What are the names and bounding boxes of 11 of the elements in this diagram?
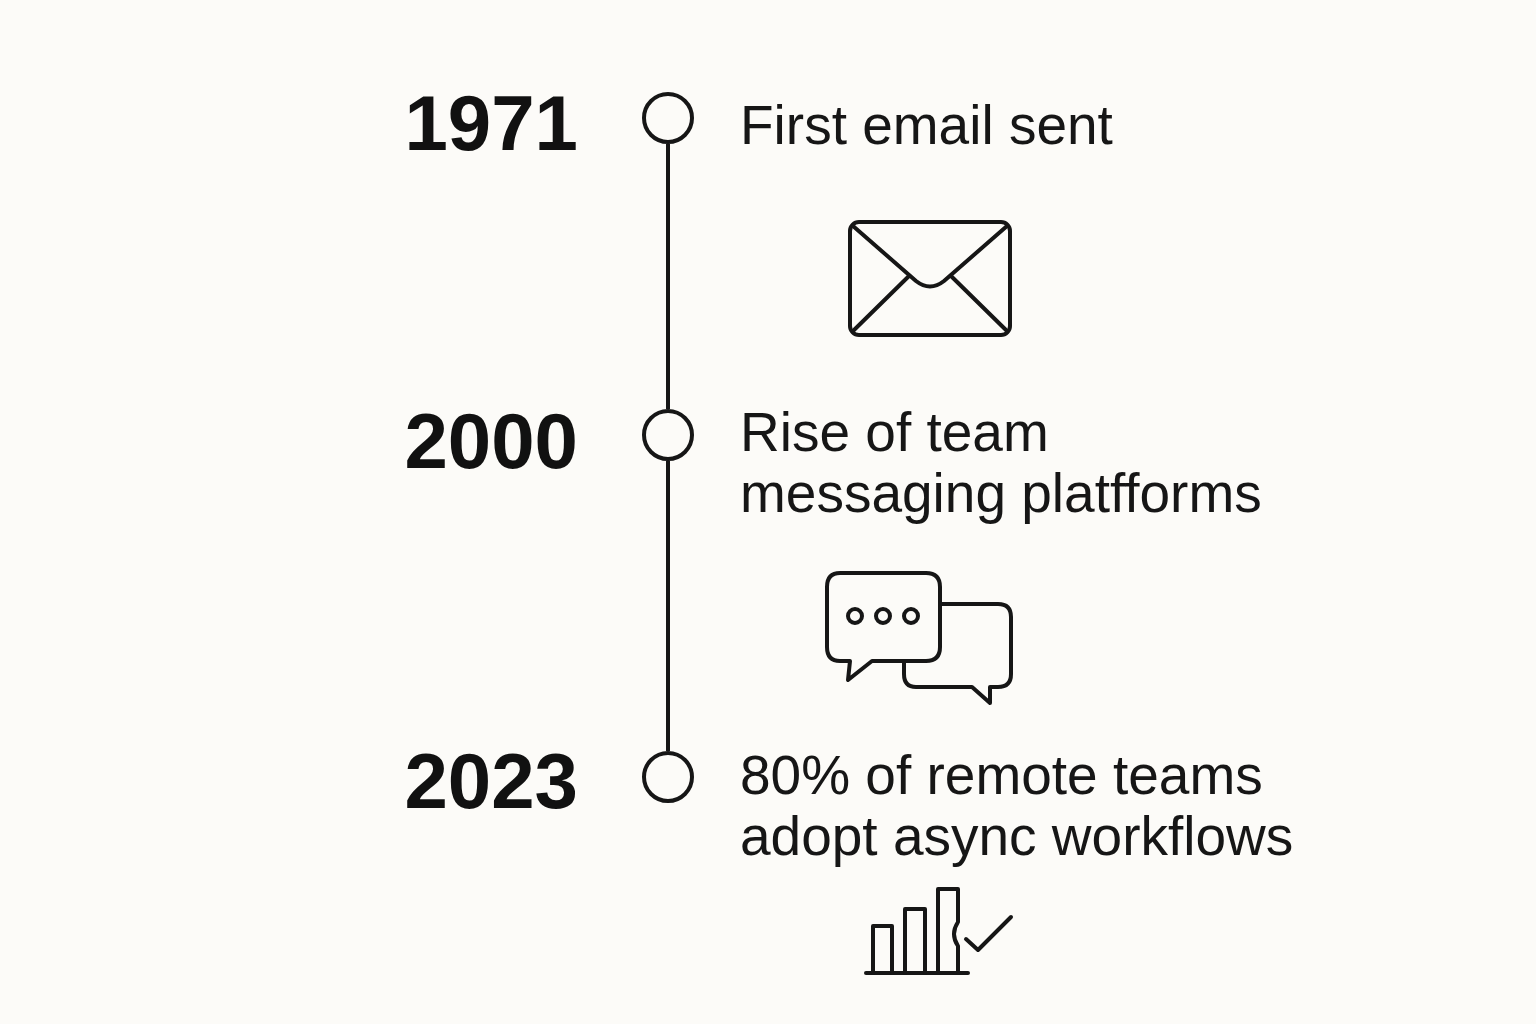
timeline-line <box>666 461 670 751</box>
year-label: 1971 <box>404 78 578 168</box>
year-label: 2000 <box>404 396 578 486</box>
timeline-circle <box>642 92 694 144</box>
timeline-line <box>666 144 670 409</box>
event-description: Rise of team messaging platfforms <box>740 402 1263 524</box>
timeline-circle <box>642 751 694 803</box>
year-label: 2023 <box>404 736 578 826</box>
event-description: 80% of remote teams adopt async workflows <box>740 745 1295 867</box>
timeline-circle <box>642 409 694 461</box>
event-description: First email sent <box>740 95 1114 156</box>
